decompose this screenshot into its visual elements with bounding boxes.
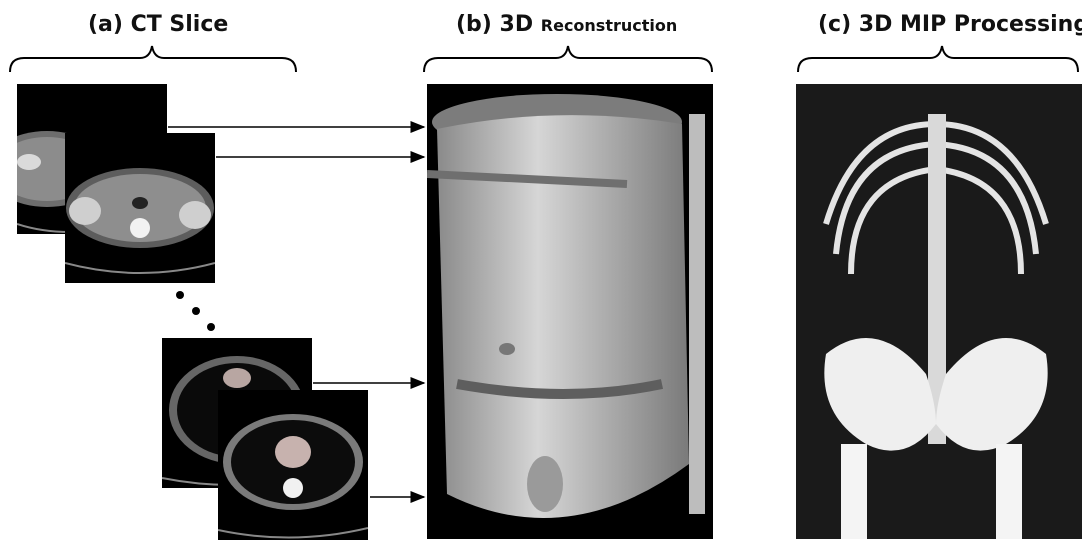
ct-slice-4 <box>218 390 368 540</box>
ellipsis-dot <box>192 307 200 315</box>
bracket-a <box>10 46 296 72</box>
mip-image <box>796 84 1082 539</box>
ellipsis-dot <box>207 323 215 331</box>
ellipsis-dot <box>176 291 184 299</box>
bracket-b <box>424 46 712 72</box>
ct-slice-2 <box>65 133 215 283</box>
bracket-c <box>798 46 1078 72</box>
reconstruction-image <box>427 84 713 539</box>
